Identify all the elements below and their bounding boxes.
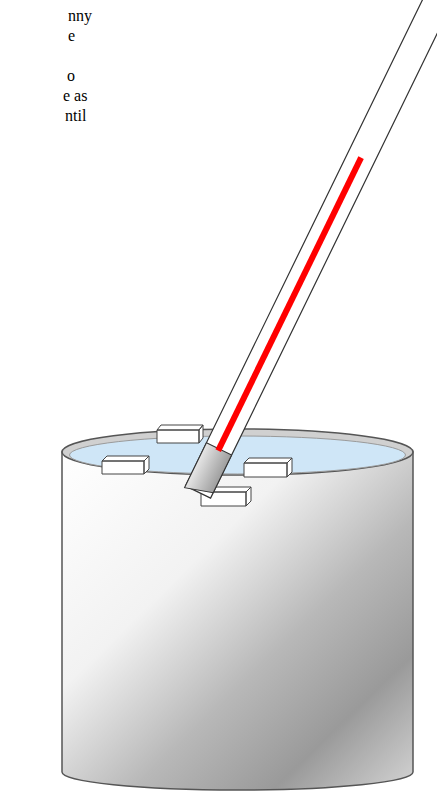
cup-body: [62, 452, 413, 790]
text-fragment: e: [68, 26, 75, 46]
red-liquid: [215, 156, 363, 452]
text-fragment: e as: [63, 86, 87, 106]
ice-cubes: [102, 425, 292, 506]
text-fragment: ntil: [65, 106, 86, 126]
thermometer: [185, 0, 437, 500]
text-fragment: nny: [68, 6, 92, 26]
text-fragment: o: [67, 66, 75, 86]
